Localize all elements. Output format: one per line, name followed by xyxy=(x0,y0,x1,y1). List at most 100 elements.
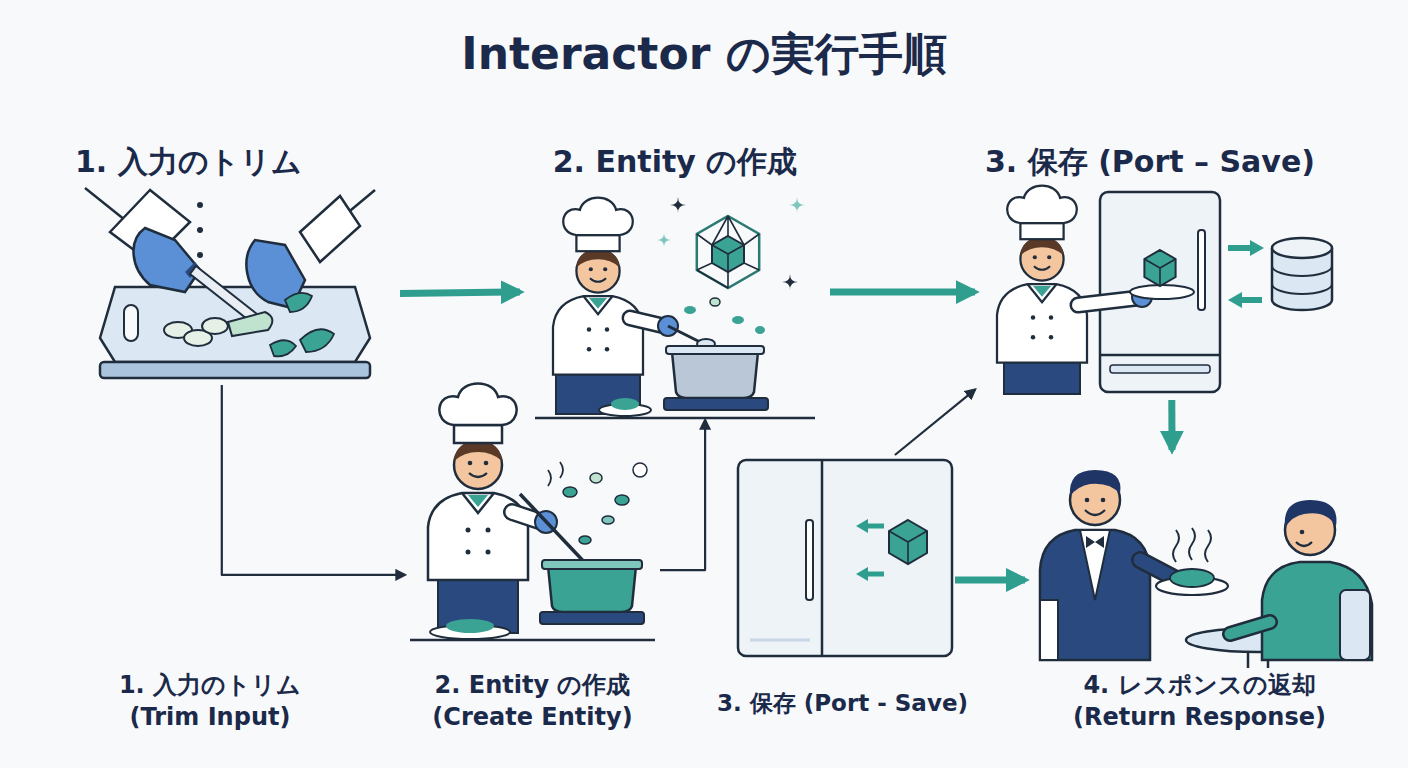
step-panel: 2. Entity の作成 xyxy=(520,140,830,420)
save-illustration xyxy=(997,186,1332,394)
panel-caption: 4. レスポンスの返却 (Return Response) xyxy=(1062,670,1337,733)
flow-line xyxy=(660,420,705,570)
panel-heading: 3. 保存 (Port – Save) xyxy=(985,142,1345,182)
create-illustration xyxy=(684,306,696,314)
create-illustration xyxy=(697,216,759,288)
create-illustration xyxy=(664,398,768,410)
cook-illustration xyxy=(438,575,518,633)
cook-illustration xyxy=(428,384,528,581)
diagram-title: Interactor の実行手順 xyxy=(0,28,1408,81)
step-panel: 2. Entity の作成 (Create Entity) xyxy=(405,388,660,643)
create-illustration xyxy=(732,316,744,324)
save-illustration xyxy=(1228,292,1242,308)
fridge-illustration xyxy=(889,531,927,564)
save-illustration xyxy=(1110,365,1210,373)
serve-illustration xyxy=(1040,470,1372,668)
panel-caption: 3. 保存 (Port - Save) xyxy=(700,688,985,718)
step-panel: 3. 保存 (Port – Save) xyxy=(975,140,1345,400)
trim-illustration xyxy=(300,196,360,262)
create-illustration xyxy=(697,216,759,288)
serve-illustration xyxy=(1230,622,1270,634)
serve-illustration xyxy=(1085,498,1090,503)
create-illustration xyxy=(535,197,815,418)
cook-illustration xyxy=(548,462,563,486)
step-caption: 1. 入力のトリム (Trim Input) xyxy=(110,670,310,733)
serve-illustration xyxy=(1262,562,1372,660)
create-illustration xyxy=(611,398,639,410)
serve-illustration xyxy=(1285,500,1337,528)
serve-illustration xyxy=(1170,569,1214,587)
flow-line xyxy=(895,390,975,455)
fridge-illustration xyxy=(738,460,952,656)
create-illustration xyxy=(710,298,720,306)
serve-illustration xyxy=(1173,528,1211,562)
cook-illustration xyxy=(540,612,644,624)
serve-illustration xyxy=(1101,498,1106,503)
create-illustration xyxy=(535,417,815,420)
fridge-illustration xyxy=(889,520,927,564)
save-illustration xyxy=(1228,245,1252,251)
cook-illustration xyxy=(615,495,629,505)
fridge-illustration xyxy=(856,567,868,581)
save-illustration xyxy=(1144,250,1175,286)
save-illustration xyxy=(1144,259,1175,286)
trim-illustration xyxy=(285,293,312,312)
create-illustration xyxy=(670,197,686,213)
serve-illustration xyxy=(1070,470,1121,496)
flow-arrow xyxy=(400,292,520,293)
trim-illustration xyxy=(197,227,203,233)
cook-illustration xyxy=(579,536,591,544)
serve-illustration xyxy=(1040,530,1150,660)
fridge-illustration xyxy=(738,460,952,656)
create-illustration xyxy=(657,233,671,247)
create-illustration xyxy=(672,352,758,398)
step-panel: 1. 入力のトリム xyxy=(70,138,400,385)
serve-illustration xyxy=(1300,530,1305,535)
save-illustration xyxy=(1100,354,1220,357)
cook-illustration xyxy=(542,560,642,569)
step-panel: 4. レスポンスの返却 (Return Response) xyxy=(1025,450,1375,660)
save-illustration xyxy=(1130,285,1194,299)
trim-illustration xyxy=(100,362,370,378)
trim-illustration xyxy=(85,188,375,378)
trim-illustration xyxy=(202,318,228,334)
panel-heading: 2. Entity の作成 xyxy=(520,142,830,182)
serve-illustration xyxy=(1040,600,1058,660)
fridge-illustration xyxy=(856,519,868,533)
panel-caption: 2. Entity の作成 (Create Entity) xyxy=(425,670,640,733)
flow-arrow xyxy=(1168,400,1175,450)
create-illustration xyxy=(712,236,744,272)
cook-illustration xyxy=(602,516,614,524)
cook-illustration xyxy=(590,473,602,483)
step-panel: 3. 保存 (Port - Save) xyxy=(730,455,955,660)
save-illustration xyxy=(1004,362,1080,394)
serve-illustration xyxy=(1340,590,1370,660)
fridge-illustration xyxy=(821,460,824,656)
trim-illustration xyxy=(134,228,200,292)
serve-illustration xyxy=(1085,510,1105,515)
create-illustration xyxy=(668,326,700,342)
create-illustration xyxy=(553,198,643,375)
flow-line xyxy=(222,385,405,575)
trim-illustration xyxy=(124,305,138,341)
cook-illustration xyxy=(633,463,647,477)
save-illustration xyxy=(1272,238,1332,258)
fridge-illustration xyxy=(866,524,884,529)
cook-illustration xyxy=(410,639,655,642)
save-illustration xyxy=(1240,297,1262,303)
save-illustration xyxy=(1078,298,1138,305)
serve-illustration xyxy=(1080,530,1110,600)
flow-arrow xyxy=(830,289,975,296)
create-illustration xyxy=(666,346,764,354)
fridge-illustration xyxy=(806,520,813,600)
cook-illustration xyxy=(548,566,636,612)
trim-illustration xyxy=(197,202,203,208)
cook-illustration xyxy=(520,494,588,566)
serve-illustration xyxy=(1086,536,1104,548)
serve-illustration xyxy=(1296,542,1312,546)
trim-illustration xyxy=(300,329,334,352)
fridge-illustration xyxy=(750,639,810,642)
